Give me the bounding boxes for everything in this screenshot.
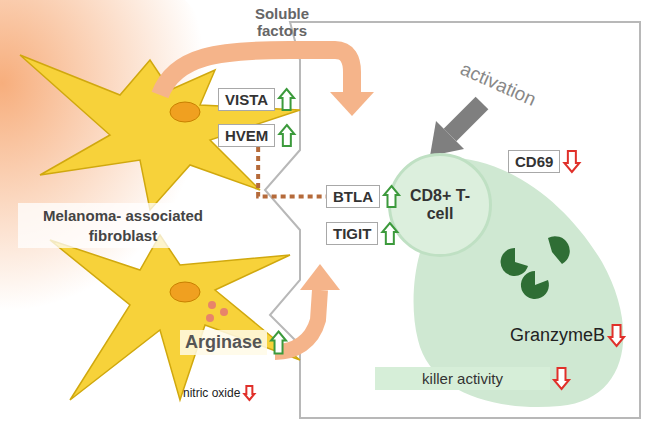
node-text: VISTA (225, 91, 268, 108)
arginase-arrow (275, 264, 340, 352)
node-text: Arginase (185, 332, 262, 353)
checkpoint-box: VISTA (218, 88, 275, 111)
decrease-arrow (564, 151, 579, 172)
node-text: TIGIT (333, 225, 371, 242)
decrease-arrow (244, 386, 254, 400)
tissue-panel (265, 22, 640, 418)
increase-arrow (279, 89, 294, 110)
decrease-arrow (609, 325, 624, 346)
flow-label: Soluble factors (242, 6, 322, 39)
enzyme-label: Arginase (180, 330, 267, 355)
increase-arrow (271, 332, 286, 354)
node-text: CD69 (515, 153, 553, 170)
nucleus (170, 102, 200, 122)
checkpoint-box: HVEM (218, 124, 275, 147)
fibroblast-label: Melanoma- associated fibroblast (18, 203, 228, 248)
increase-arrow (382, 223, 397, 244)
arginase-dots (206, 301, 228, 322)
checkpoint-box: TIGIT (326, 222, 378, 245)
granzyme-granules (501, 236, 570, 299)
node-text: CD8+ T-cell (405, 187, 475, 223)
node-text: HVEM (225, 127, 268, 144)
node-text: Melanoma- associated fibroblast (26, 206, 220, 245)
fibroblast-cell (50, 235, 300, 400)
marker-box: CD69 (508, 150, 560, 173)
molecule-label: GranzymeB (510, 325, 605, 346)
node-text: killer activity (385, 370, 540, 387)
soluble-arrow (160, 50, 374, 116)
molecule-label: nitric oxide (183, 386, 240, 400)
tcell-circle: CD8+ T-cell (388, 153, 492, 257)
checkpoint-box: BTLA (326, 185, 380, 208)
binding-line (258, 147, 326, 197)
increase-arrow (279, 125, 294, 146)
decrease-arrow (554, 368, 569, 389)
nucleus (170, 282, 200, 302)
activation-arrow (430, 103, 482, 156)
flow-label: activation (457, 58, 539, 111)
activity-band: killer activity (375, 367, 550, 390)
node-text: BTLA (333, 188, 373, 205)
increase-arrow (384, 186, 399, 207)
